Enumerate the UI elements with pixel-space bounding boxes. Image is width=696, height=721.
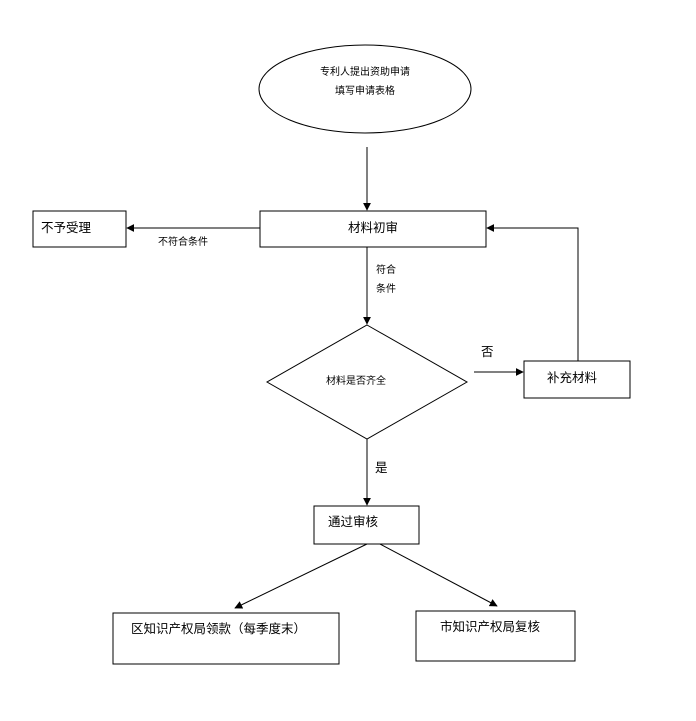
decision-label: 材料是否齐全 bbox=[326, 376, 386, 387]
arrow-approved-to-city bbox=[379, 543, 498, 607]
supplement-label: 补充材料 bbox=[547, 369, 598, 385]
district-payment-box bbox=[112, 612, 340, 665]
initial-review-box bbox=[259, 210, 487, 248]
edge-label-meet-line-1: 符合 bbox=[376, 265, 396, 276]
reject-box bbox=[32, 210, 127, 248]
supplement-box bbox=[523, 360, 631, 399]
arrow-supplement-to-review bbox=[486, 224, 579, 361]
start-ellipse bbox=[258, 44, 472, 134]
edge-label-no: 否 bbox=[481, 343, 494, 359]
arrow-approved-to-district bbox=[234, 543, 368, 609]
reject-label: 不予受理 bbox=[41, 219, 92, 235]
start-line-1: 专利人提出资助申请 bbox=[320, 67, 410, 78]
initial-review-label: 材料初审 bbox=[347, 219, 399, 235]
edge-label-yes: 是 bbox=[375, 459, 388, 475]
approved-label: 通过审核 bbox=[328, 513, 379, 529]
city-review-label: 市知识产权局复核 bbox=[440, 618, 541, 634]
edge-label-meet-line-2: 条件 bbox=[376, 284, 396, 295]
district-payment-label: 区知识产权局领款（每季度末） bbox=[131, 620, 307, 636]
edge-label-not-meet: 不符合条件 bbox=[158, 237, 208, 248]
city-review-box bbox=[415, 610, 576, 662]
start-line-2: 填写申请表格 bbox=[335, 86, 395, 97]
